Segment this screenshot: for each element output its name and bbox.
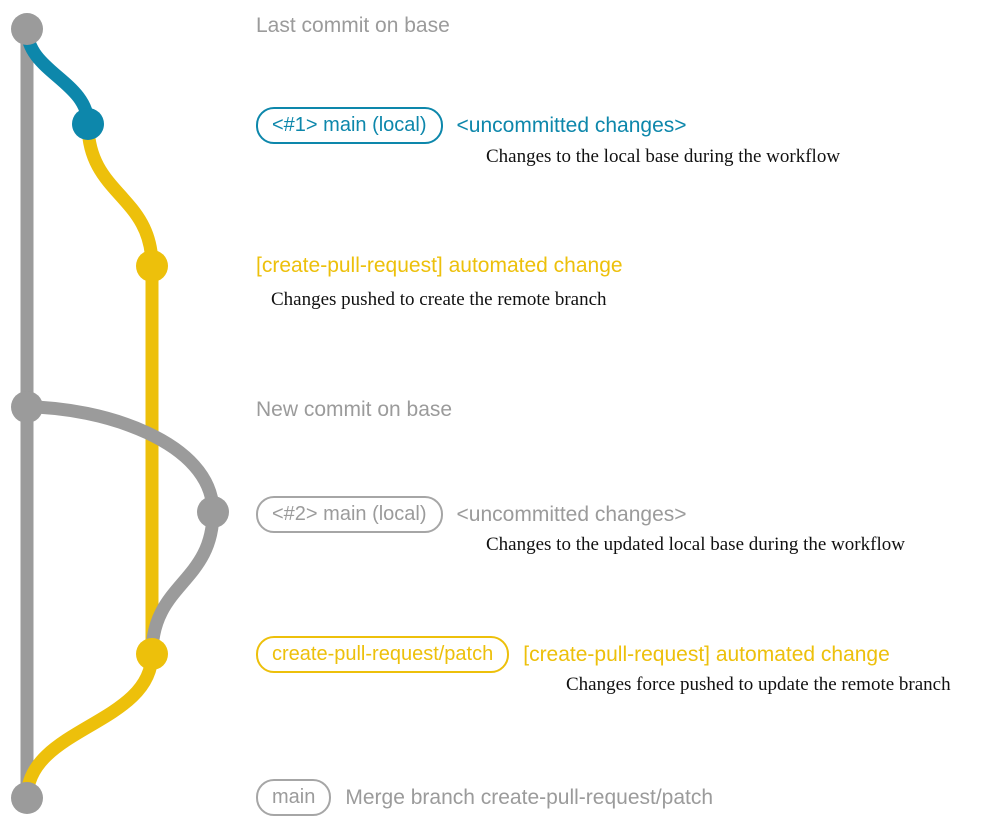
commit-title-automated-change-1: [create-pull-request] automated change (256, 254, 623, 277)
commit-node-base-3[interactable] (11, 782, 43, 814)
commit-node-local-1[interactable] (72, 108, 104, 140)
edge-base2-local2 (20, 400, 220, 519)
commit-description-local-uncommitted-1: Changes to the local base during the wor… (486, 146, 841, 167)
commit-node-patch-2[interactable] (136, 638, 168, 670)
branch-pill-main-local-1[interactable]: <#1> main (local) (256, 107, 443, 144)
commit-title-last-commit-on-base: Last commit on base (256, 14, 450, 37)
commit-title-new-commit-on-base: New commit on base (256, 398, 453, 421)
commit-title-automated-change-2: [create-pull-request] automated change (523, 642, 890, 666)
commit-node-base-2[interactable] (11, 391, 43, 423)
row-merge-commit: main Merge branch create-pull-request/pa… (256, 779, 713, 816)
commit-description-automated-change-2: Changes force pushed to update the remot… (566, 674, 951, 695)
edge-local1-patch1 (81, 117, 159, 273)
edge-local2-patch2 (145, 505, 220, 661)
commit-title-local-uncommitted-2: <uncommitted changes> (456, 502, 687, 526)
commit-title-local-uncommitted-1: <uncommitted changes> (456, 113, 687, 137)
branch-pill-main[interactable]: main (256, 779, 332, 816)
commit-node-base-1[interactable] (11, 13, 43, 45)
commit-node-local-2[interactable] (197, 496, 229, 528)
row-local-uncommitted-2: <#2> main (local) <uncommitted changes> (256, 496, 687, 533)
branch-pill-create-pull-request-patch[interactable]: create-pull-request/patch (256, 636, 510, 673)
commit-description-local-uncommitted-2: Changes to the updated local base during… (486, 534, 905, 555)
commit-nodes (11, 13, 229, 814)
edge-patch2-base3 (20, 647, 159, 805)
branch-pill-main-local-2[interactable]: <#2> main (local) (256, 496, 443, 533)
row-new-commit-on-base: New commit on base (256, 398, 452, 422)
row-last-commit-on-base: Last commit on base (256, 14, 450, 38)
row-local-uncommitted-1: <#1> main (local) <uncommitted changes> (256, 107, 687, 144)
commit-description-automated-change-1: Changes pushed to create the remote bran… (271, 289, 607, 310)
row-automated-change-2: create-pull-request/patch [create-pull-r… (256, 636, 890, 673)
commit-node-patch-1[interactable] (136, 250, 168, 282)
row-automated-change-1: [create-pull-request] automated change (256, 254, 623, 278)
commit-title-merge-commit: Merge branch create-pull-request/patch (345, 785, 714, 809)
